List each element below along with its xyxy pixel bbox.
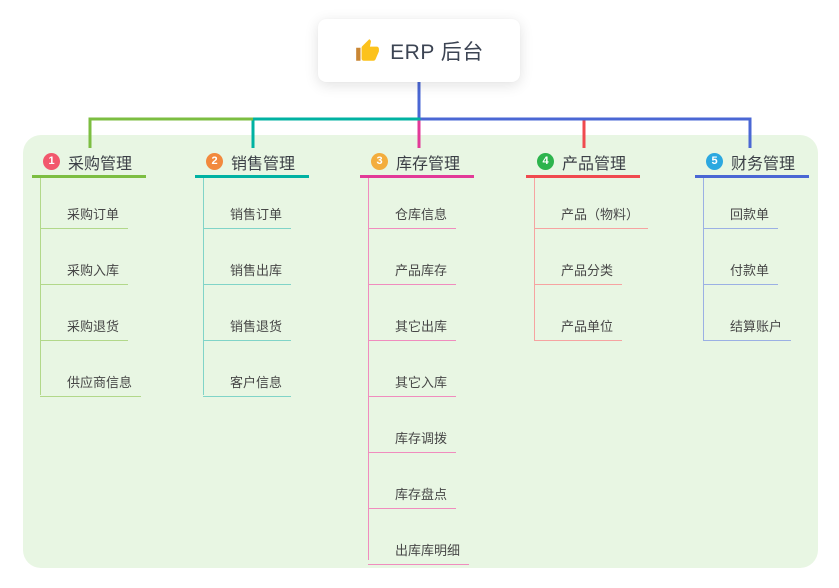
branch-number-badge: 2 [206, 153, 223, 170]
child-node-label: 结算账户 [730, 319, 783, 334]
child-node[interactable]: 仓库信息 [368, 178, 457, 229]
child-node[interactable]: 出库库明细 [368, 509, 470, 565]
child-node-label: 付款单 [730, 263, 770, 278]
branch-spine-line [534, 178, 535, 340]
child-node-label: 客户信息 [230, 375, 283, 390]
child-node[interactable]: 产品（物料） [534, 178, 649, 229]
children-list: 销售订单销售出库销售退货客户信息 [195, 178, 309, 397]
children-list: 产品（物料） 产品分类产品单位 [526, 178, 649, 341]
child-node[interactable]: 回款单 [703, 178, 779, 229]
branch-title-label: 产品管理 [562, 155, 627, 173]
branch-title[interactable]: 5 财务管理 [695, 148, 810, 178]
branch-number-badge: 4 [537, 153, 554, 170]
branch-spine-line [40, 178, 41, 395]
branch-title-label: 销售管理 [231, 155, 296, 173]
child-node-label: 采购入库 [67, 263, 120, 278]
child-node-label: 销售退货 [230, 319, 283, 334]
child-node[interactable]: 销售订单 [203, 178, 292, 229]
branch-title[interactable]: 1 采购管理 [32, 148, 147, 178]
child-node-label: 其它入库 [395, 375, 448, 390]
branch-number-badge: 1 [43, 153, 60, 170]
child-node[interactable]: 采购订单 [40, 178, 129, 229]
child-node-label: 销售订单 [230, 207, 283, 222]
branch-title-label: 库存管理 [396, 155, 461, 173]
branch-title[interactable]: 4 产品管理 [526, 148, 641, 178]
branch-title-label: 财务管理 [731, 155, 796, 173]
child-node[interactable]: 其它出库 [368, 285, 457, 341]
child-node-label: 产品库存 [395, 263, 448, 278]
child-node-label: 仓库信息 [395, 207, 448, 222]
child-node[interactable]: 产品分类 [534, 229, 623, 285]
children-list: 采购订单采购入库采购退货供应商信息 [32, 178, 146, 397]
child-node-label: 其它出库 [395, 319, 448, 334]
branch-title[interactable]: 2 销售管理 [195, 148, 310, 178]
child-node[interactable]: 结算账户 [703, 285, 792, 341]
child-node[interactable]: 库存调拨 [368, 397, 457, 453]
child-node-label: 产品（物料） [561, 207, 640, 222]
branch-node-4: 4 产品管理产品（物料） 产品分类产品单位 [526, 148, 649, 341]
child-node-label: 回款单 [730, 207, 770, 222]
child-node-label: 出库库明细 [395, 543, 461, 558]
children-list: 回款单付款单结算账户 [695, 178, 809, 341]
child-node[interactable]: 销售出库 [203, 229, 292, 285]
branch-number-badge: 5 [706, 153, 723, 170]
child-node-label: 产品单位 [561, 319, 614, 334]
child-node-label: 销售出库 [230, 263, 283, 278]
branch-number-badge: 3 [371, 153, 388, 170]
child-node[interactable]: 其它入库 [368, 341, 457, 397]
child-node-label: 库存调拨 [395, 431, 448, 446]
child-node[interactable]: 产品库存 [368, 229, 457, 285]
children-list: 仓库信息产品库存其它出库其它入库库存调拨库存盘点出库库明细 [360, 178, 474, 565]
branch-spine-line [703, 178, 704, 340]
child-node-label: 采购退货 [67, 319, 120, 334]
child-node[interactable]: 客户信息 [203, 341, 292, 397]
branch-title-label: 采购管理 [68, 155, 133, 173]
child-node[interactable]: 产品单位 [534, 285, 623, 341]
child-node-label: 采购订单 [67, 207, 120, 222]
branch-node-3: 3 库存管理仓库信息产品库存其它出库其它入库库存调拨库存盘点出库库明细 [360, 148, 475, 565]
branch-title[interactable]: 3 库存管理 [360, 148, 475, 178]
root-node-label: ERP 后台 [390, 40, 484, 64]
branch-spine-line [203, 178, 204, 395]
child-node-label: 供应商信息 [67, 375, 133, 390]
branches-panel [23, 135, 818, 568]
child-node[interactable]: 采购退货 [40, 285, 129, 341]
branch-node-1: 1 采购管理采购订单采购入库采购退货供应商信息 [32, 148, 147, 397]
child-node-label: 产品分类 [561, 263, 614, 278]
branch-spine-line [368, 178, 369, 560]
root-node[interactable]: ERP 后台 [318, 19, 520, 82]
child-node-label: 库存盘点 [395, 487, 448, 502]
child-node[interactable]: 采购入库 [40, 229, 129, 285]
child-node[interactable]: 销售退货 [203, 285, 292, 341]
child-node[interactable]: 供应商信息 [40, 341, 142, 397]
thumbs-up-icon [356, 38, 380, 61]
child-node[interactable]: 库存盘点 [368, 453, 457, 509]
child-node[interactable]: 付款单 [703, 229, 779, 285]
branch-node-5: 5 财务管理回款单付款单结算账户 [695, 148, 810, 341]
branch-node-2: 2 销售管理销售订单销售出库销售退货客户信息 [195, 148, 310, 397]
